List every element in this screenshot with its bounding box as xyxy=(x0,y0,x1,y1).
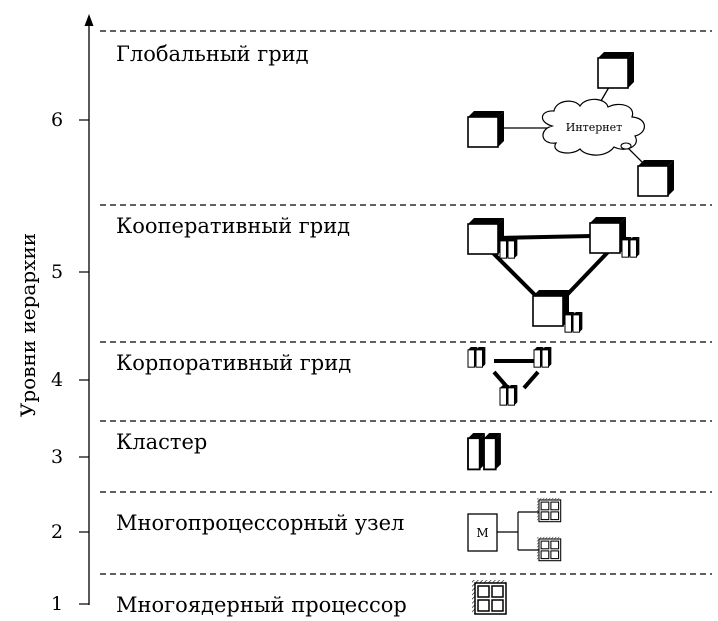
axis-title: Уровни иерархии xyxy=(16,233,40,417)
tick-label-2: 2 xyxy=(51,521,63,543)
tick-label-5: 5 xyxy=(51,261,63,283)
level-label-cooperative-grid: Кооперативный грид xyxy=(116,214,350,238)
processor-chip-icon xyxy=(536,497,562,523)
tick-label-6: 6 xyxy=(51,109,63,131)
global-server-icon xyxy=(597,51,635,89)
cooperative-cluster-icon xyxy=(565,312,582,332)
y-axis-ticks xyxy=(79,119,89,605)
corporate-grid-illustration xyxy=(468,347,551,405)
level-label-multiprocessor-node: Многопроцессорный узел xyxy=(116,511,404,535)
internet-label: Интернет xyxy=(566,121,623,134)
level-separators xyxy=(100,30,712,575)
level-label-global-grid: Глобальный грид xyxy=(116,42,309,66)
cooperative-site-icon xyxy=(532,289,570,327)
cooperative-grid-illustration xyxy=(467,216,639,332)
corporate-cluster-icon xyxy=(468,347,485,367)
cooperative-site-icon xyxy=(589,216,627,254)
cooperative-cluster-icon xyxy=(622,237,639,257)
global-server-icon xyxy=(637,159,675,197)
processor-chip-icon xyxy=(536,536,562,562)
cluster-node-icon xyxy=(483,432,502,471)
level-label-cluster: Кластер xyxy=(116,430,207,454)
tick-label-1: 1 xyxy=(51,593,63,615)
level-label-corporate-grid: Корпоративный грид xyxy=(116,351,351,375)
cluster-node-icon xyxy=(467,432,486,471)
tick-label-3: 3 xyxy=(51,446,63,468)
multiprocessor-node-illustration: М xyxy=(467,497,562,562)
cooperative-site-icon xyxy=(467,217,505,255)
corporate-cluster-icon xyxy=(500,385,517,405)
memory-label: М xyxy=(476,526,488,540)
global-server-icon xyxy=(467,110,505,148)
multicore-chip-icon xyxy=(471,579,507,615)
tick-label-4: 4 xyxy=(51,369,63,391)
level-label-multicore-processor: Многоядерный процессор xyxy=(116,593,407,617)
y-axis-arrow xyxy=(84,14,94,26)
global-grid-illustration: Интернет xyxy=(467,51,675,197)
corporate-cluster-icon xyxy=(534,347,551,367)
cooperative-cluster-icon xyxy=(500,238,517,258)
cluster-illustration xyxy=(467,432,502,471)
internet-cloud-icon xyxy=(541,98,645,156)
multicore-processor-illustration xyxy=(471,579,507,615)
